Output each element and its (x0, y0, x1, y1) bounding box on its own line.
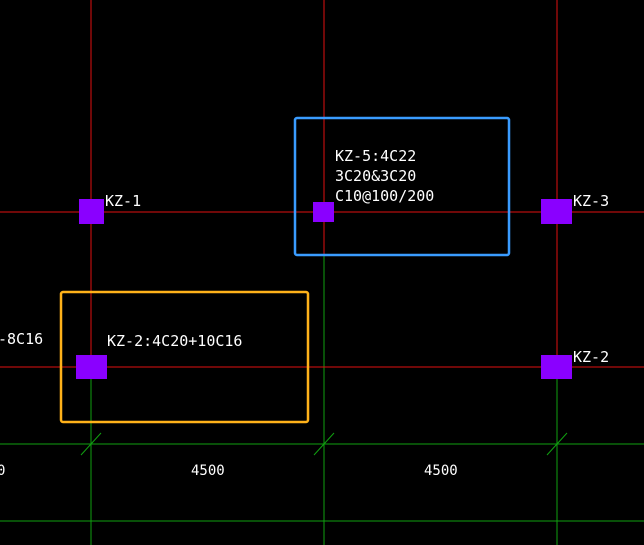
column-detail-kz5-line3[interactable]: C10@100/200 (335, 187, 434, 205)
dimension-tick (546, 432, 568, 456)
dimension-text-left-clipped[interactable]: 0 (0, 463, 5, 479)
dimension-lines (0, 255, 644, 545)
column-detail-left-clipped[interactable]: -8C16 (0, 330, 43, 348)
column-kz2-left[interactable] (76, 355, 107, 379)
column-kz5[interactable] (313, 202, 334, 222)
dimension-text-span-1[interactable]: 4500 (191, 463, 225, 479)
selection-box-kz2[interactable] (59, 290, 310, 424)
column-label-kz2-right[interactable]: KZ-2 (573, 348, 609, 366)
column-label-kz3[interactable]: KZ-3 (573, 192, 609, 210)
dimension-text-span-2[interactable]: 4500 (424, 463, 458, 479)
selection-box-kz5[interactable] (293, 116, 511, 257)
column-kz3[interactable] (541, 199, 572, 224)
column-kz2-right[interactable] (541, 355, 572, 379)
column-label-kz1[interactable]: KZ-1 (105, 192, 141, 210)
columns (76, 199, 572, 379)
axis-grid-lines (0, 0, 644, 368)
column-detail-kz2[interactable]: KZ-2:4C20+10C16 (107, 332, 242, 350)
column-detail-kz5-line1[interactable]: KZ-5:4C22 (335, 147, 416, 165)
dimension-tick (80, 432, 102, 456)
column-kz1[interactable] (79, 199, 104, 224)
column-detail-kz5-line2[interactable]: 3C20&3C20 (335, 167, 416, 185)
dimension-tick (313, 432, 335, 456)
